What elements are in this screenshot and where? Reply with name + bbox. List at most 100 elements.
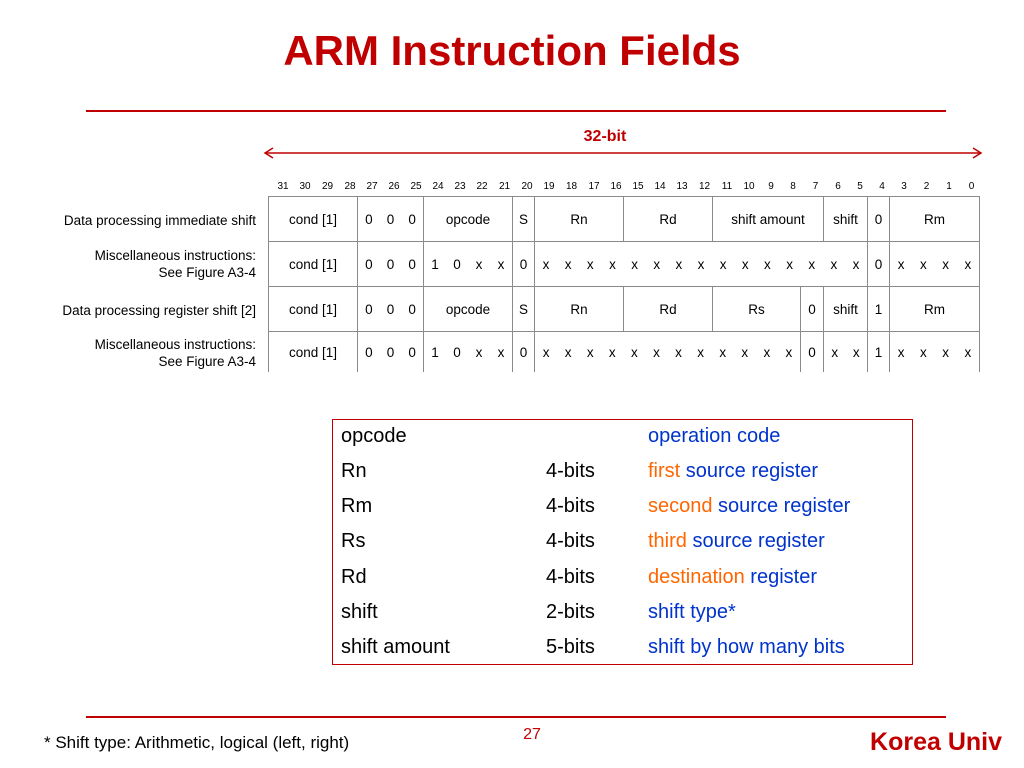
bit-field-value: x (631, 344, 638, 360)
bit-number: 5 (857, 181, 863, 192)
legend-bit-count: 2-bits (546, 601, 595, 623)
bit-field-value: 0 (408, 211, 416, 227)
bit-field-cell: 0 (800, 331, 824, 372)
bit-field-value: x (497, 344, 505, 360)
bit-field-value: 0 (453, 344, 461, 360)
bit-field-value: x (920, 256, 927, 272)
bit-field-value: 0 (386, 344, 395, 360)
bit-field-value: Rm (924, 301, 945, 317)
bit-field-value: Rd (659, 301, 677, 317)
bit-field-value: x (741, 256, 749, 272)
bit-field-cell: shift amount (712, 196, 824, 242)
bit-field-cell: Rd (623, 196, 713, 242)
bit-field-cell: Rm (889, 196, 980, 242)
format-label-line: See Figure A3-4 (158, 265, 256, 280)
bit-field-value: 0 (453, 256, 461, 272)
bit-field-value: x (475, 344, 483, 360)
bit-field-cell: Rn (534, 196, 624, 242)
bit-number: 17 (588, 181, 600, 192)
bit-field-value: x (564, 256, 572, 272)
bit-field-cell: S (512, 196, 535, 242)
bit-field-value: x (497, 256, 505, 272)
bit-field-value: x (942, 256, 949, 272)
bit-field-cell: Rd (623, 286, 713, 332)
legend-field-name: Rn (341, 460, 367, 482)
legend-description-part: source register (686, 530, 825, 552)
legend-field-name: shift amount (341, 636, 450, 658)
bit-field-value: Rd (659, 211, 677, 227)
legend-description: shift by how many bits (648, 636, 845, 659)
bit-field-value: x (719, 344, 727, 360)
bit-field-value: 1 (431, 256, 439, 272)
bit-field-cell: S (512, 286, 535, 332)
bit-field-value: x (653, 344, 660, 360)
bit-number: 21 (498, 181, 511, 192)
format-label: Miscellaneous instructions:See Figure A3… (20, 336, 256, 370)
bit-field-cell: cond [1] (268, 286, 358, 332)
bit-number: 1 (946, 181, 952, 192)
bit-field-value: cond [1] (288, 344, 338, 360)
bit-number: 2 (923, 181, 930, 192)
bit-number: 9 (768, 181, 774, 192)
bit-number: 26 (388, 181, 400, 192)
bit-field-cell: 1 (867, 286, 890, 332)
bit-field-value: 0 (365, 256, 373, 272)
legend-description-part: register (744, 566, 817, 588)
bit-field-value: 0 (386, 301, 395, 317)
legend-description-part: third (648, 530, 687, 552)
bit-field-value: x (564, 344, 572, 360)
bit-field-value: x (808, 256, 816, 272)
bit-field-value: x (586, 344, 594, 360)
legend-field-name: Rm (341, 495, 373, 517)
bit-field-cell: Rs (712, 286, 801, 332)
bit-number: 29 (321, 181, 334, 192)
bit-field-value: 0 (408, 256, 416, 272)
legend-row: Rd 4-bits destination register (333, 566, 912, 601)
bit-number: 3 (901, 181, 907, 192)
footer-divider (86, 716, 946, 718)
bit-number: 27 (366, 181, 378, 192)
bit-number: 0 (968, 181, 975, 192)
legend-field-name: Rd (341, 566, 367, 588)
bit-field-value: 0 (365, 211, 373, 227)
bit-number: 8 (790, 181, 796, 192)
legend-bit-count: 4-bits (546, 460, 595, 482)
bit-field-cell: Rm (889, 286, 980, 332)
format-label-line: Data processing register shift [2] (62, 303, 256, 318)
bit-field-value: x (920, 344, 927, 360)
bit-number: 4 (879, 181, 885, 192)
bit-field-value: Rn (570, 301, 588, 317)
bit-field-cell: cond [1] (268, 241, 358, 287)
legend-bit-count: 4-bits (546, 530, 595, 552)
bit-field-cell: opcode (423, 286, 513, 332)
bit-field-value: x (786, 256, 793, 272)
legend-bit-count: 4-bits (546, 566, 595, 588)
bit-number: 11 (721, 181, 733, 192)
bit-field-cell: shift (823, 286, 868, 332)
bit-field-cell: cond [1] (268, 331, 358, 372)
legend-description-part: source register (712, 495, 851, 517)
bit-field-value: x (831, 344, 839, 360)
bit-number: 28 (344, 181, 356, 192)
bit-field-value: x (608, 344, 616, 360)
bit-field-value: x (586, 256, 594, 272)
legend-description-part: source register (680, 460, 819, 482)
bit-field-value: S (518, 301, 528, 317)
legend-description-part: destination (648, 566, 745, 588)
legend-description-part: first (648, 460, 681, 482)
footnote: * Shift type: Arithmetic, logical (left,… (44, 733, 350, 752)
legend-description: shift type* (648, 601, 736, 624)
bit-field-value: x (897, 344, 905, 360)
bit-field-value: x (675, 256, 683, 272)
format-label: Data processing register shift [2] (20, 302, 256, 319)
bit-field-value: S (518, 211, 528, 227)
bit-field-value: x (763, 344, 771, 360)
brand-logo-text: Korea Univ (870, 728, 1002, 756)
